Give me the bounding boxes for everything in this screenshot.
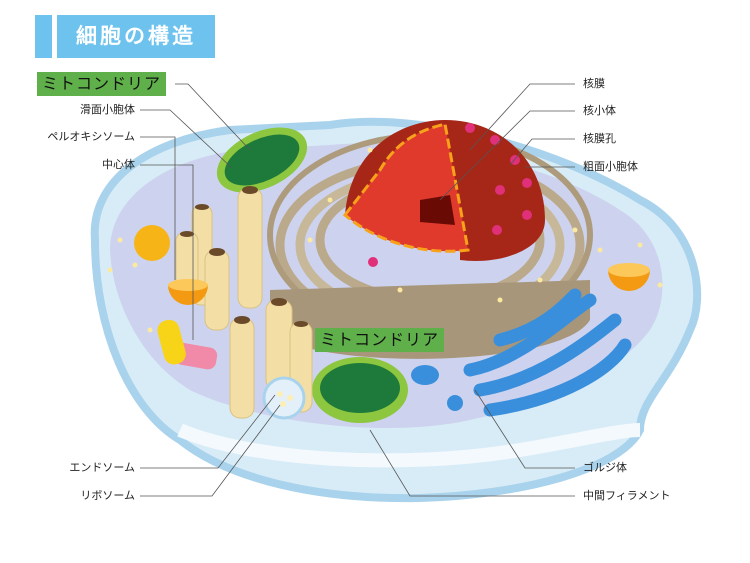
label-golgi: ゴルジ体: [583, 461, 627, 474]
endosome: [262, 376, 306, 420]
label-endosome: エンドソーム: [69, 461, 135, 474]
label-mitochondria-center: ミトコンドリア: [315, 328, 445, 352]
label-mitochondria-top: ミトコンドリア: [37, 72, 167, 96]
peroxisome: [134, 225, 170, 261]
label-peroxisome: ペルオキシソーム: [47, 130, 135, 143]
label-nuclear-pore: 核膜孔: [583, 132, 616, 145]
mitochondrion-top: [216, 127, 308, 193]
nuclear-pores: [368, 123, 532, 267]
label-rough-er: 粗面小胞体: [583, 160, 638, 173]
label-smooth-er: 滑面小胞体: [80, 103, 135, 116]
label-nuclear-envelope: 核膜: [583, 77, 605, 90]
leader-lines: [140, 83, 575, 497]
page-title: 細胞の構造: [57, 15, 215, 58]
title-accent: [35, 15, 52, 58]
label-intermediate-filament: 中間フィラメント: [583, 489, 671, 502]
label-centrosome: 中心体: [102, 158, 135, 171]
label-ribosome: リボソーム: [80, 489, 135, 502]
label-nucleolus: 核小体: [583, 104, 616, 117]
ribosomes: [107, 147, 663, 333]
mitochondrion-bottom: [312, 357, 408, 423]
golgi: [463, 288, 632, 417]
